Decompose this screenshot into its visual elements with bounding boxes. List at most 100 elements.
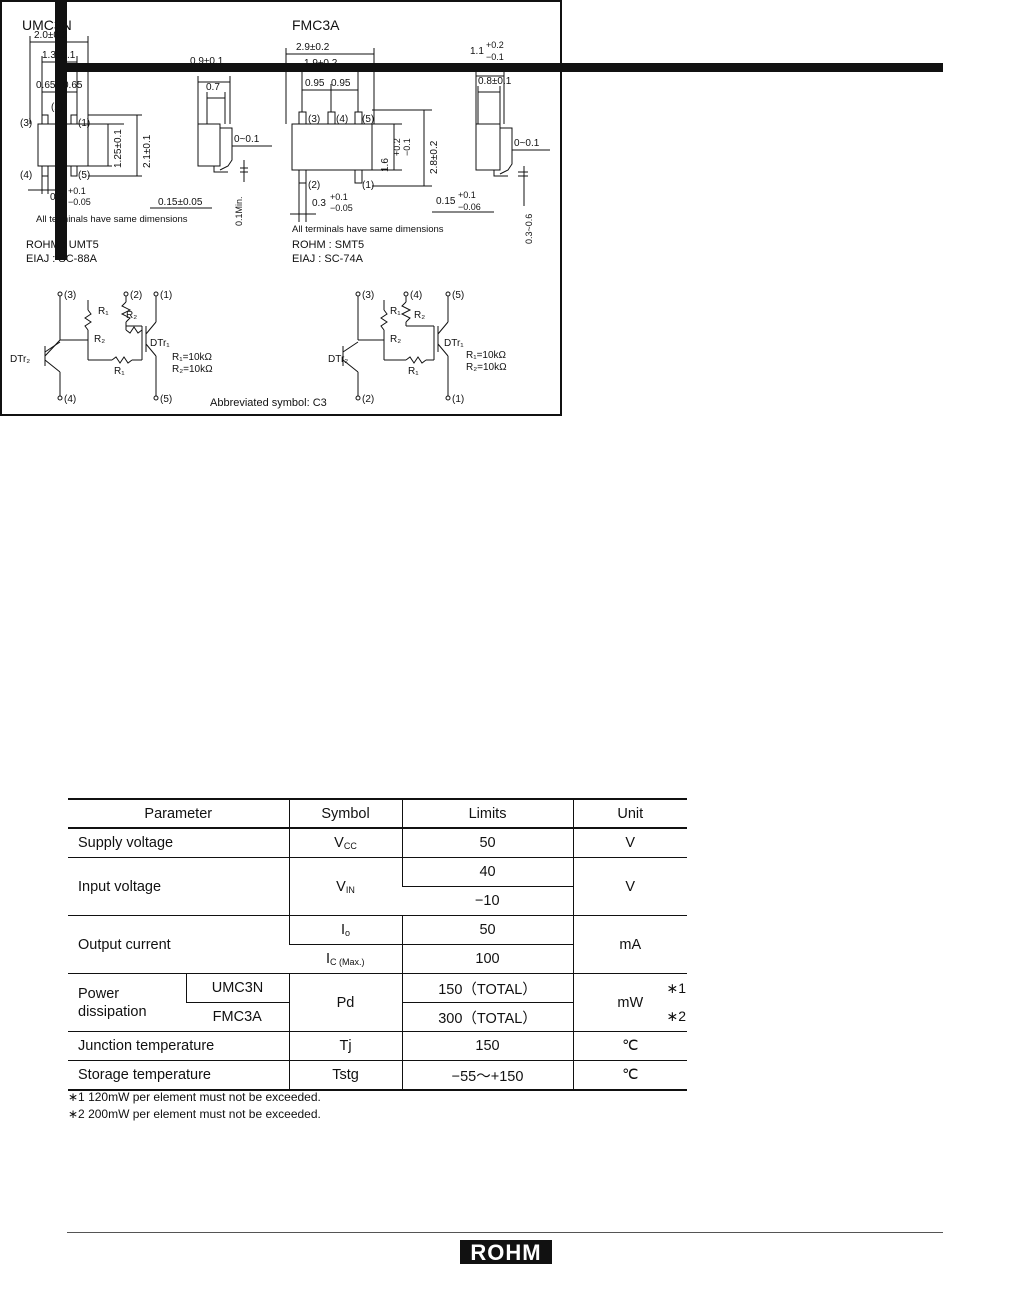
row-storage-limit: −55～+150 bbox=[401, 1060, 574, 1091]
symbol-sub: IN bbox=[345, 884, 355, 895]
row-storage-unit: ℃ bbox=[572, 1060, 688, 1091]
footnotes: ∗1 120mW per element must not be exceede… bbox=[68, 1089, 321, 1123]
row-output-unit: mA bbox=[572, 915, 688, 974]
umc3n-side-min: 0.1Min. bbox=[234, 196, 244, 226]
left-circuit-pin-5: (5) bbox=[160, 394, 172, 405]
left-circuit-r2-top: R₂ bbox=[126, 310, 137, 321]
fmc3a-pin-1: (1) bbox=[362, 180, 374, 191]
row-supply-param: Supply voltage bbox=[68, 828, 290, 858]
umc3n-lead-tol-minus: −0.05 bbox=[68, 197, 91, 207]
umc3n-body-height: 1.25±0.1 bbox=[113, 129, 124, 168]
right-circuit-pin-1: (1) bbox=[452, 394, 464, 405]
right-circuit-r1-bottom: R₁ bbox=[408, 366, 419, 377]
table-row: Power dissipation UMC3N Pd 150（TOTAL） mW… bbox=[68, 973, 688, 1032]
fmc3a-width-dim: 2.9±0.2 bbox=[296, 42, 330, 53]
table-row: Supply voltage VCC 50 V bbox=[68, 828, 688, 858]
fmc3a-side-bottom-tol-plus: +0.1 bbox=[458, 190, 476, 200]
right-circuit-dtr1: DTr₁ bbox=[444, 338, 464, 349]
abbreviated-symbol: Abbreviated symbol: C3 bbox=[210, 397, 327, 409]
header-limits: Limits bbox=[401, 798, 574, 829]
umc3n-width-dim: 2.0±0.2 bbox=[34, 30, 68, 41]
row-power-unit: mW bbox=[617, 994, 644, 1011]
right-circuit-r2-top: R₂ bbox=[414, 310, 425, 321]
left-circuit-pin-4: (4) bbox=[64, 394, 76, 405]
fmc3a-pin-2: (2) bbox=[308, 180, 320, 191]
ratings-table: Parameter Symbol Limits Unit Supply volt… bbox=[68, 798, 688, 1091]
note-mark-2: ∗2 bbox=[666, 1008, 687, 1024]
umc3n-side-offset: 0~0.1 bbox=[234, 134, 260, 145]
fmc3a-terminal-note: All terminals have same dimensions bbox=[292, 224, 444, 235]
footnote-2: ∗2 200mW per element must not be exceede… bbox=[68, 1107, 321, 1121]
umc3n-pin-1: (1) bbox=[78, 118, 90, 129]
fmc3a-body-tol-plus: +0.2 bbox=[392, 138, 402, 156]
umc3n-pin-5: (5) bbox=[78, 170, 90, 181]
row-output-param: Output current bbox=[68, 915, 290, 974]
row-power-symbol: Pd bbox=[288, 973, 403, 1032]
row-power-limit-2: 300（TOTAL） bbox=[401, 1002, 574, 1032]
right-circuit-pin-2: (2) bbox=[362, 394, 374, 405]
fmc3a-pitch-b: 0.95 bbox=[331, 78, 351, 89]
table-row: IC (Max.) 100 bbox=[68, 944, 687, 974]
rohm-logo-text: ROHM bbox=[470, 1240, 541, 1264]
table-row: Junction temperature Tj 150 ℃ bbox=[68, 1031, 688, 1061]
umc3n-pitch-a: 0.65 bbox=[36, 80, 56, 91]
fmc3a-side-top-tol-plus: +0.2 bbox=[486, 40, 504, 50]
fmc3a-lead-width: 0.3 bbox=[312, 198, 326, 209]
header-unit: Unit bbox=[572, 798, 688, 829]
row-junction-param: Junction temperature bbox=[68, 1031, 290, 1061]
symbol-main: I bbox=[340, 922, 346, 938]
left-circuit-r1-bottom: R₁ bbox=[114, 366, 125, 377]
right-circuit-r2-value: R₂=10kΩ bbox=[466, 362, 507, 373]
symbol-sub: C (Max.) bbox=[330, 957, 365, 967]
right-circuit-r2-mid: R₂ bbox=[390, 334, 401, 345]
umc3n-pitch-b: 0.65 bbox=[63, 80, 83, 91]
left-circuit-pin-3: (3) bbox=[64, 290, 76, 301]
footnote-1: ∗1 120mW per element must not be exceede… bbox=[68, 1090, 321, 1104]
row-output-limit-1: 50 bbox=[401, 915, 574, 945]
umc3n-pitch-outer: 1.3±0.1 bbox=[42, 50, 76, 61]
umc3n-pin-2: (2) bbox=[51, 102, 63, 113]
row-power-limit-1: 150（TOTAL） bbox=[401, 973, 574, 1003]
fmc3a-lead-tol-plus: +0.1 bbox=[330, 192, 348, 202]
row-storage-param: Storage temperature bbox=[68, 1060, 290, 1091]
fmc3a-side-top: 1.1 bbox=[470, 46, 484, 57]
symbol-main: V bbox=[334, 835, 344, 851]
header-parameter: Parameter bbox=[68, 798, 290, 829]
fmc3a-side-bottom: 0.15 bbox=[436, 196, 456, 207]
umc3n-terminal-note: All terminals have same dimensions bbox=[36, 214, 188, 225]
row-junction-unit: ℃ bbox=[572, 1031, 688, 1061]
fmc3a-body-height: 1.6 bbox=[380, 158, 391, 172]
footer-rule bbox=[67, 1232, 943, 1233]
table-row: Output current Io 50 mA bbox=[68, 915, 688, 974]
left-circuit-r2-value: R₂=10kΩ bbox=[172, 364, 213, 375]
umc3n-pin-4: (4) bbox=[20, 170, 32, 181]
fmc3a-pin-4: (4) bbox=[336, 114, 348, 125]
row-input-limit-2: −10 bbox=[402, 886, 574, 916]
row-storage-symbol: Tstg bbox=[288, 1060, 403, 1091]
umc3n-side-inner: 0.7 bbox=[206, 82, 220, 93]
row-junction-limit: 150 bbox=[401, 1031, 574, 1061]
row-input-unit: V bbox=[572, 857, 688, 916]
fmc3a-side-height: 0.3~0.6 bbox=[524, 214, 534, 244]
fmc3a-side-top-tol-minus: −0.1 bbox=[486, 52, 504, 62]
left-circuit-r2-mid: R₂ bbox=[94, 334, 105, 345]
row-output-symbol-1: Io bbox=[288, 915, 403, 945]
fmc3a-pitch-outer: 1.9±0.2 bbox=[304, 58, 338, 69]
umc3n-side-top: 0.9±0.1 bbox=[190, 56, 224, 67]
left-circuit-dtr1: DTr₁ bbox=[150, 338, 170, 349]
table-row: −10 bbox=[68, 886, 687, 916]
fmc3a-body-tol-minus: −0.1 bbox=[402, 138, 412, 156]
fmc3a-title: FMC3A bbox=[292, 17, 340, 33]
right-circuit-r1-top: R₁ bbox=[390, 306, 401, 317]
fmc3a-lead-tol-minus: −0.05 bbox=[330, 203, 353, 213]
row-input-limit-1: 40 bbox=[401, 857, 574, 887]
umc3n-title: UMC3N bbox=[22, 17, 72, 33]
row-output-symbol-2: IC (Max.) bbox=[289, 944, 403, 974]
package-diagram: UMC3N FMC3A 2.0±0.2 1.3±0.1 0.65 0.65 (2… bbox=[0, 0, 562, 416]
umc3n-lead-width: 0.2 bbox=[50, 192, 64, 203]
fmc3a-pin-5: (5) bbox=[362, 114, 374, 125]
right-circuit-r1-value: R₁=10kΩ bbox=[466, 350, 507, 361]
symbol-sub: CC bbox=[343, 841, 357, 851]
fmc3a-total-height: 2.8±0.2 bbox=[429, 140, 440, 174]
row-output-limit-2: 100 bbox=[401, 944, 574, 974]
